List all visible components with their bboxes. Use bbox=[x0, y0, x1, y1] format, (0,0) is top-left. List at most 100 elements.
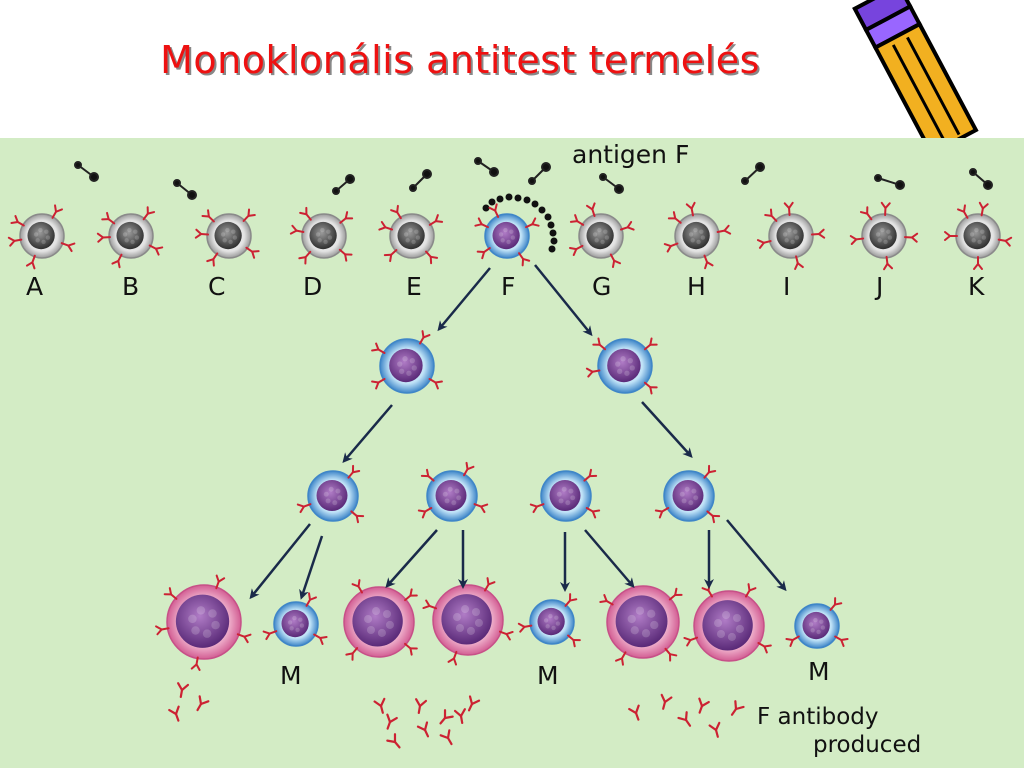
antibody bbox=[439, 729, 453, 746]
receptor bbox=[296, 503, 312, 514]
antibody bbox=[453, 708, 466, 724]
pencil-icon bbox=[852, 0, 979, 140]
memory-label-2: M bbox=[537, 661, 559, 690]
cell-label-d: D bbox=[303, 272, 322, 301]
receptor bbox=[7, 236, 23, 247]
receptor bbox=[463, 461, 475, 477]
receptor bbox=[685, 201, 696, 217]
receptor bbox=[190, 656, 201, 671]
clone-cell bbox=[585, 337, 658, 395]
receptor bbox=[206, 252, 219, 267]
receptor bbox=[834, 635, 849, 647]
b-cell-i bbox=[757, 201, 826, 270]
receptor bbox=[155, 625, 170, 636]
receptor bbox=[592, 337, 607, 351]
arrow bbox=[437, 267, 491, 332]
receptor bbox=[997, 236, 1013, 247]
antibody bbox=[698, 697, 710, 714]
arrow-group bbox=[249, 264, 787, 600]
clone-cell bbox=[371, 330, 443, 394]
receptor bbox=[289, 224, 305, 235]
clone-cell bbox=[296, 464, 365, 524]
receptor bbox=[417, 507, 433, 519]
receptor bbox=[242, 208, 256, 222]
receptor bbox=[111, 253, 123, 269]
cell-label-i: I bbox=[783, 272, 790, 301]
receptor bbox=[428, 378, 443, 390]
receptor bbox=[643, 381, 658, 395]
arrow bbox=[641, 401, 693, 458]
receptor bbox=[716, 224, 732, 235]
memory-cell bbox=[785, 597, 849, 649]
receptor bbox=[569, 214, 585, 226]
cell-label-b: B bbox=[122, 272, 139, 301]
antibody bbox=[168, 705, 180, 722]
antibody bbox=[416, 721, 430, 738]
receptor bbox=[473, 503, 489, 514]
receptor bbox=[338, 248, 353, 262]
receptor bbox=[390, 204, 402, 220]
antibody bbox=[677, 711, 692, 727]
antigen-label: antigen F bbox=[572, 140, 689, 169]
receptor bbox=[668, 587, 683, 601]
receptor bbox=[783, 201, 794, 217]
receptor bbox=[567, 634, 581, 648]
receptor bbox=[345, 647, 359, 661]
clone-cell bbox=[529, 468, 601, 522]
receptor bbox=[849, 235, 865, 245]
b-cell-e bbox=[378, 204, 444, 265]
clone-cell bbox=[654, 464, 721, 524]
receptor bbox=[703, 464, 717, 479]
antigen bbox=[874, 174, 905, 190]
antibody bbox=[415, 698, 428, 714]
receptor bbox=[973, 256, 983, 270]
receptor bbox=[859, 206, 873, 221]
receptor bbox=[525, 217, 540, 229]
receptor bbox=[654, 507, 670, 519]
clone-cell bbox=[417, 461, 489, 522]
receptor bbox=[428, 214, 444, 226]
antibody bbox=[660, 693, 673, 710]
cell-label-k: K bbox=[968, 272, 985, 301]
b-cell-f bbox=[474, 203, 540, 267]
receptor bbox=[419, 330, 431, 345]
cell-label-f: F bbox=[501, 272, 515, 301]
receptor bbox=[683, 636, 699, 647]
receptor bbox=[305, 592, 317, 607]
receptor bbox=[236, 633, 252, 644]
receptor bbox=[903, 232, 919, 243]
receptor bbox=[488, 203, 500, 218]
receptor bbox=[313, 633, 328, 645]
b-cell-a bbox=[7, 204, 76, 270]
receptor bbox=[944, 231, 958, 241]
receptor bbox=[96, 232, 112, 243]
receptor bbox=[583, 468, 598, 482]
receptor bbox=[663, 242, 679, 253]
receptor bbox=[378, 220, 394, 231]
antigen bbox=[332, 174, 355, 195]
receptor bbox=[517, 622, 533, 633]
memory-cell bbox=[262, 592, 328, 647]
receptor bbox=[339, 211, 354, 224]
antibody-group bbox=[168, 682, 745, 749]
receptor bbox=[529, 503, 545, 514]
receptor bbox=[615, 651, 627, 666]
receptor bbox=[745, 583, 757, 598]
antibody-label-line1: F antibody bbox=[757, 704, 879, 730]
b-cell-k bbox=[944, 201, 1013, 270]
antigen bbox=[409, 169, 432, 192]
receptor bbox=[484, 577, 496, 592]
receptor bbox=[60, 242, 76, 253]
antibody bbox=[386, 733, 401, 749]
receptor bbox=[163, 587, 178, 600]
memory-label-3: M bbox=[808, 657, 830, 686]
memory-cell bbox=[517, 593, 581, 648]
antigen bbox=[74, 161, 99, 182]
b-cell-j bbox=[849, 201, 919, 271]
b-cell-g bbox=[568, 202, 635, 269]
receptor bbox=[957, 204, 969, 219]
monoclonal-antibody-diagram: antigen F A B C D E F G H I J K M M M F … bbox=[0, 138, 1024, 768]
receptor bbox=[25, 254, 36, 270]
b-cell-h bbox=[663, 201, 732, 270]
receptor bbox=[706, 510, 721, 524]
